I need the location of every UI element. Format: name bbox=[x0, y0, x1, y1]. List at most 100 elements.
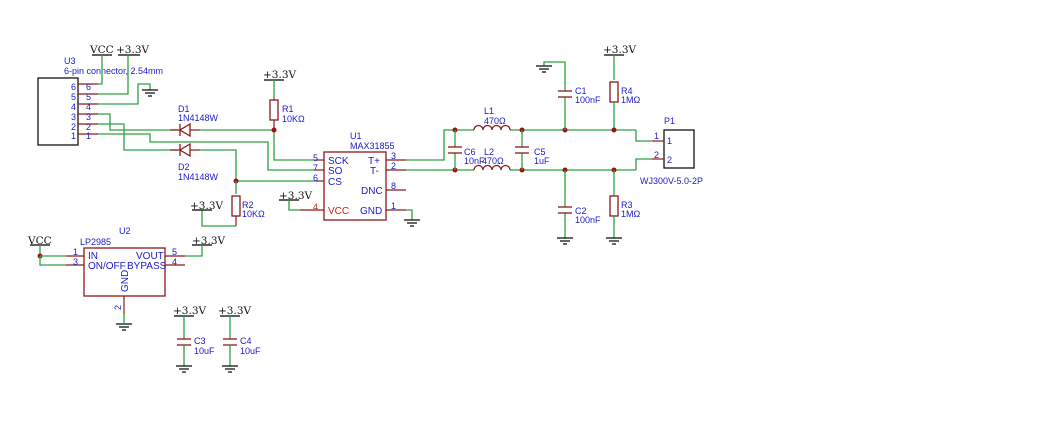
vcc-label-u3: VCC bbox=[89, 44, 114, 56]
u1-vcc-power: +3.3V bbox=[279, 190, 312, 211]
u3-pin-6: 6 bbox=[71, 82, 76, 92]
p1-ref: P1 bbox=[664, 116, 675, 126]
capacitor-c6: C6 10nF bbox=[448, 127, 485, 173]
inductor-l1: L1 470Ω bbox=[473, 106, 511, 131]
u3-power-labels: VCC +3.3V bbox=[89, 44, 149, 56]
u2-pin-vout: VOUT bbox=[136, 251, 164, 262]
r4-ref: R4 bbox=[621, 86, 633, 96]
v33-label-r4: +3.3V bbox=[603, 44, 636, 56]
u2-pin-1: 1 bbox=[73, 247, 78, 257]
u1-value: MAX31855 bbox=[350, 141, 395, 151]
inductor-l2: L2 470Ω bbox=[473, 147, 511, 171]
u3-ref: U3 bbox=[64, 56, 76, 66]
l1-value: 470Ω bbox=[484, 116, 506, 126]
r2-ref: R2 bbox=[242, 200, 254, 210]
u2-pin-4: 4 bbox=[172, 257, 177, 267]
u1-pin-5: 5 bbox=[313, 153, 318, 163]
u3-pin-2-inner: 2 bbox=[86, 122, 91, 132]
c1-value: 100nF bbox=[575, 95, 601, 105]
u3-body bbox=[37, 77, 79, 146]
capacitor-c1: C1 100nF bbox=[536, 61, 601, 133]
r1-ref: R1 bbox=[282, 104, 294, 114]
u3-pin-3-inner: 3 bbox=[86, 112, 91, 122]
u2-pin-bypass: BYPASS bbox=[127, 261, 167, 272]
u1-pin-6: 6 bbox=[313, 173, 318, 183]
u3-pin-4-inner: 4 bbox=[86, 102, 91, 112]
p1-pin-2-inner: 2 bbox=[667, 155, 672, 165]
u3-pin-6-inner: 6 bbox=[86, 82, 91, 92]
p1-pin-1: 1 bbox=[654, 131, 659, 141]
u3-pin-1-inner: 1 bbox=[86, 131, 91, 141]
capacitor-c2: C2 100nF bbox=[557, 167, 601, 245]
u3-pin-5: 5 bbox=[71, 92, 76, 102]
u1-pin-tminus: T- bbox=[370, 166, 379, 177]
u2-wiring: VCC +3.3V bbox=[27, 235, 225, 331]
u3-wires bbox=[98, 55, 316, 171]
u1-pin-vcc: VCC bbox=[328, 206, 349, 217]
diode-d2: D2 1N4148W bbox=[170, 142, 219, 182]
u1-pin-8: 8 bbox=[391, 181, 396, 191]
c6-ref: C6 bbox=[464, 147, 476, 157]
p1-pin-1-inner: 1 bbox=[667, 136, 672, 146]
v33-label-u1: +3.3V bbox=[279, 190, 312, 202]
resistor-r2: R2 10KΩ +3.3V bbox=[190, 178, 265, 227]
u1-pin-4: 4 bbox=[313, 202, 318, 212]
u1-pin-7: 7 bbox=[313, 163, 318, 173]
connector-u3: U3 6-pin connector, 2.54mm 6 5 4 3 2 1 6… bbox=[37, 56, 163, 146]
u1-pin-cs: CS bbox=[328, 177, 342, 188]
u1-pin-so: SO bbox=[328, 166, 343, 177]
d1-ref: D1 bbox=[178, 104, 190, 114]
thermocouple-network-wires bbox=[406, 129, 652, 171]
u2-pin-2: 2 bbox=[113, 305, 123, 310]
u2-ref: U2 bbox=[119, 226, 131, 236]
c3-value: 10uF bbox=[194, 346, 215, 356]
r3-ref: R3 bbox=[621, 200, 633, 210]
connector-p1: P1 1 2 1 2 WJ300V-5.0-2P bbox=[640, 116, 703, 186]
c1-ref: C1 bbox=[575, 86, 587, 96]
u2-pin-gnd: GND bbox=[120, 270, 131, 292]
v33-label-r1: +3.3V bbox=[263, 69, 296, 81]
u3-pin-5-inner: 5 bbox=[86, 92, 91, 102]
u2-pin-onoff: ON/OFF bbox=[88, 261, 126, 272]
v33-label-u2: +3.3V bbox=[192, 235, 225, 247]
c5-ref: C5 bbox=[534, 147, 546, 157]
c6-value: 10nF bbox=[464, 156, 485, 166]
capacitor-c3: +3.3V C3 10uF bbox=[173, 305, 215, 373]
c4-value: 10uF bbox=[240, 346, 261, 356]
vcc-label-u2: VCC bbox=[27, 235, 52, 247]
v33-label-r2: +3.3V bbox=[190, 200, 223, 212]
u1-pin-3: 3 bbox=[391, 151, 396, 161]
capacitor-c4: +3.3V C4 10uF bbox=[218, 305, 261, 373]
diode-wires bbox=[200, 129, 316, 182]
c3-ref: C3 bbox=[194, 336, 206, 346]
u2-pin-3: 3 bbox=[73, 257, 78, 267]
p1-value: WJ300V-5.0-2P bbox=[640, 176, 703, 186]
v33-label-c4: +3.3V bbox=[218, 305, 251, 317]
l1-ref: L1 bbox=[484, 106, 494, 116]
resistor-r4: +3.3V R4 1MΩ bbox=[603, 44, 641, 133]
u3-value: 6-pin connector, 2.54mm bbox=[64, 66, 163, 76]
diode-d1: D1 1N4148W bbox=[170, 104, 219, 138]
l2-ref: L2 bbox=[484, 147, 494, 157]
d1-value: 1N4148W bbox=[178, 113, 219, 123]
u1-pin-tplus: T+ bbox=[368, 156, 380, 167]
ic-u1: U1 MAX31855 5 7 6 4 SCK SO CS VCC 3 2 8 … bbox=[300, 131, 406, 221]
c2-ref: C2 bbox=[575, 206, 587, 216]
ground-symbol-u3 bbox=[142, 89, 158, 97]
ic-u2: U2 LP2985 1 3 5 4 IN ON/OFF VOUT BYPASS … bbox=[66, 226, 185, 314]
c2-value: 100nF bbox=[575, 215, 601, 225]
u1-pin-2: 2 bbox=[391, 161, 396, 171]
c5-value: 1uF bbox=[534, 156, 550, 166]
u3-pin-3: 3 bbox=[71, 112, 76, 122]
d2-ref: D2 bbox=[178, 162, 190, 172]
u3-pin-2: 2 bbox=[71, 122, 76, 132]
r4-value: 1MΩ bbox=[621, 95, 641, 105]
ground-symbol-u1 bbox=[404, 209, 420, 227]
r1-value: 10KΩ bbox=[282, 114, 305, 124]
resistor-r1: +3.3V R1 10KΩ bbox=[263, 69, 305, 133]
u1-pin-gnd: GND bbox=[360, 206, 382, 217]
v33-label-c3: +3.3V bbox=[173, 305, 206, 317]
u1-ref: U1 bbox=[350, 131, 362, 141]
u2-value: LP2985 bbox=[80, 237, 111, 247]
